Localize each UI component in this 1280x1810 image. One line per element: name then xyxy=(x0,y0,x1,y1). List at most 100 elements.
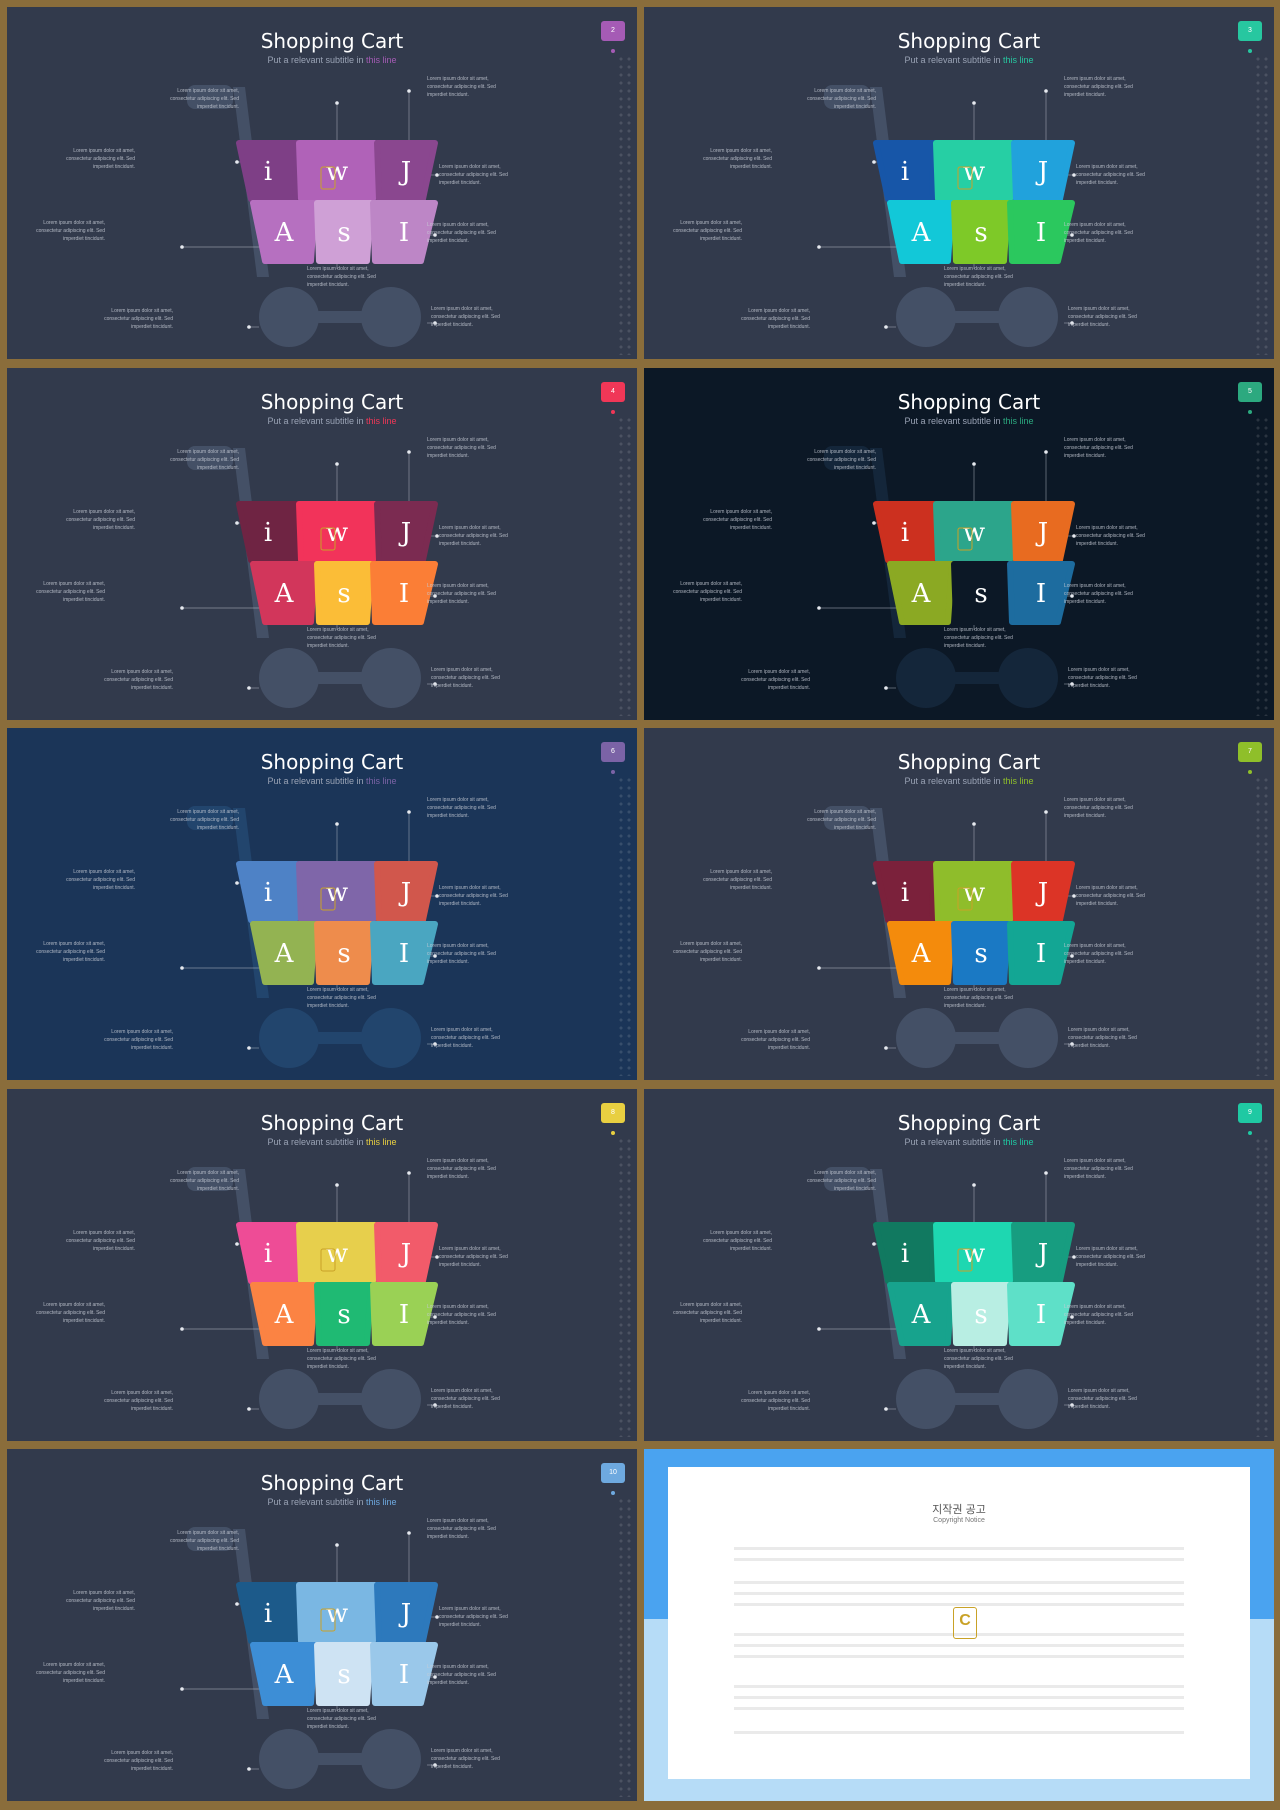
cart-wheel xyxy=(998,287,1058,347)
annotation-dot xyxy=(884,1407,888,1411)
annotation-text: Lorem ipsum dolor sit amet,consectetur a… xyxy=(673,941,742,963)
annotation-dot xyxy=(1044,89,1048,93)
badge-dot-icon xyxy=(1248,49,1252,53)
annotation-text: Lorem ipsum dolor sit amet,consectetur a… xyxy=(170,1170,239,1192)
slide-title: Shopping Cart xyxy=(897,390,1041,414)
cart-tile-letter: J xyxy=(398,157,411,187)
cart-axle xyxy=(317,672,363,684)
badge-dot-icon xyxy=(611,1491,615,1495)
cart-tile-letter: A xyxy=(911,218,932,248)
cart-wheel xyxy=(361,1369,421,1429)
annotation-dot xyxy=(247,1767,251,1771)
copyright-para-placeholder xyxy=(734,1547,1184,1569)
copyright-slide[interactable]: 지작권 공고 Copyright Notice C xyxy=(644,1449,1274,1801)
cart-tile-letter: I xyxy=(399,1300,409,1330)
cart-tile xyxy=(933,861,1015,923)
slide-number-badge: 7 xyxy=(1238,742,1262,762)
cart-tile xyxy=(296,861,378,923)
cart-tile xyxy=(296,1582,378,1644)
slide-number-badge: 2 xyxy=(601,21,625,41)
cart-tile xyxy=(1011,1222,1075,1284)
annotation-dot xyxy=(433,321,437,325)
slide-title: Shopping Cart xyxy=(260,390,404,414)
slide-title: Shopping Cart xyxy=(260,29,404,53)
annotation-text: Lorem ipsum dolor sit amet,consectetur a… xyxy=(944,987,1013,1009)
copyright-para-placeholder xyxy=(734,1731,1184,1737)
annotation-dot xyxy=(235,881,239,885)
annotation-dot xyxy=(817,966,821,970)
cart-tile-letter: I xyxy=(399,579,409,609)
cart-wheel xyxy=(259,648,319,708)
cart-tile-letter: w xyxy=(963,878,985,908)
annotation-dot xyxy=(817,245,821,249)
annotation-dot xyxy=(1070,594,1074,598)
cart-tile-letter: w xyxy=(326,157,348,187)
annotation-dot xyxy=(872,881,876,885)
cart-handle xyxy=(187,806,233,830)
cart-tile xyxy=(887,1282,955,1346)
annotation-text: Lorem ipsum dolor sit amet,consectetur a… xyxy=(703,509,772,531)
slide-title: Shopping Cart xyxy=(260,750,404,774)
copyright-subtitle: Copyright Notice xyxy=(933,1517,985,1524)
cart-tile-letter: J xyxy=(398,518,411,548)
slide-title: Shopping Cart xyxy=(260,1111,404,1135)
cart-handle xyxy=(187,85,233,109)
slide-subtitle: Put a relevant subtitle in this line xyxy=(904,776,1034,786)
cart-tile-letter: J xyxy=(1035,1239,1048,1269)
annotation-text: Lorem ipsum dolor sit amet,consectetur a… xyxy=(431,1748,500,1770)
cart-tile-letter: i xyxy=(901,157,909,187)
annotation-dot xyxy=(433,1403,437,1407)
cart-tile-letter: w xyxy=(963,1239,985,1269)
cart-tile-letter: i xyxy=(901,518,909,548)
cart-handle xyxy=(187,1167,233,1191)
annotation-dot xyxy=(407,1171,411,1175)
cart-handle xyxy=(824,446,870,470)
slide-subtitle: Put a relevant subtitle in this line xyxy=(904,416,1034,426)
cart-wheel xyxy=(361,648,421,708)
cart-wheel xyxy=(361,1008,421,1068)
cart-wheel xyxy=(896,1008,956,1068)
cart-wheel xyxy=(259,287,319,347)
cart-tile-letter: I xyxy=(399,939,409,969)
copyright-card: 지작권 공고 Copyright Notice C xyxy=(668,1467,1250,1779)
annotation-text: Lorem ipsum dolor sit amet,consectetur a… xyxy=(431,1388,500,1410)
cart-tile-letter: w xyxy=(963,157,985,187)
cart-tile xyxy=(1011,861,1075,923)
cart-axle xyxy=(317,311,363,323)
cart-tile xyxy=(1007,200,1075,264)
cart-tile-letter: s xyxy=(337,1300,350,1330)
annotation-dot xyxy=(235,1242,239,1246)
slide-number-badge: 3 xyxy=(1238,21,1262,41)
annotation-dot xyxy=(435,173,439,177)
annotation-text: Lorem ipsum dolor sit amet,consectetur a… xyxy=(439,1606,508,1628)
cart-tile-letter: i xyxy=(264,157,272,187)
annotation-text: Lorem ipsum dolor sit amet,consectetur a… xyxy=(1068,1027,1137,1049)
cart-tile xyxy=(933,501,1015,563)
cart-tile xyxy=(374,140,438,202)
annotation-text: Lorem ipsum dolor sit amet,consectetur a… xyxy=(439,1246,508,1268)
annotation-text: Lorem ipsum dolor sit amet,consectetur a… xyxy=(703,1230,772,1252)
annotation-text: Lorem ipsum dolor sit amet,consectetur a… xyxy=(170,809,239,831)
annotation-text: Lorem ipsum dolor sit amet,consectetur a… xyxy=(807,1170,876,1192)
cart-wheel xyxy=(259,1369,319,1429)
decorative-dot-pattern xyxy=(1254,776,1270,1076)
annotation-text: Lorem ipsum dolor sit amet,consectetur a… xyxy=(431,1027,500,1049)
badge-dot-icon xyxy=(611,770,615,774)
annotation-dot xyxy=(884,325,888,329)
cart-wheel xyxy=(998,1008,1058,1068)
cart-tile-letter: i xyxy=(901,1239,909,1269)
cart-tile-letter: A xyxy=(274,218,295,248)
cart-tile xyxy=(250,200,318,264)
cart-tile-letter: w xyxy=(326,1239,348,1269)
cart-tile xyxy=(370,1282,438,1346)
